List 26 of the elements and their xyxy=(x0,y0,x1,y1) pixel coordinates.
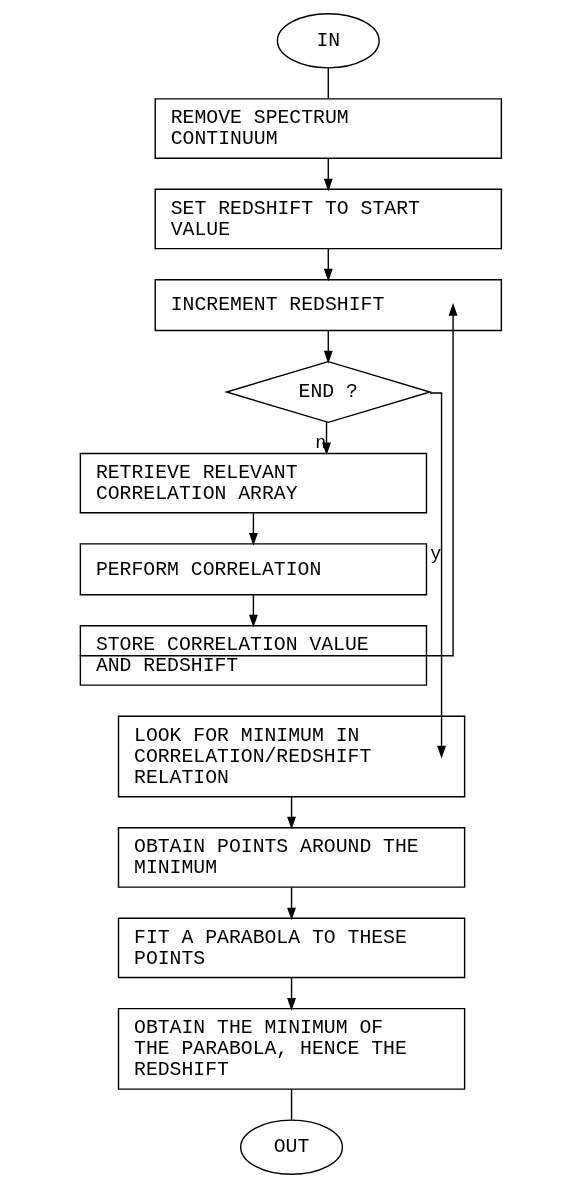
arrow xyxy=(323,330,333,364)
node-box: REMOVE SPECTRUM CONTINUUM xyxy=(154,98,503,159)
connector xyxy=(327,67,329,100)
node-box: RETRIEVE RELEVANT CORRELATION ARRAY xyxy=(79,452,428,514)
node-box: SET REDSHIFT TO START VALUE xyxy=(154,188,503,250)
node-box: INCREMENT REDSHIFT xyxy=(154,278,503,332)
node-ellipse: IN xyxy=(276,13,380,69)
node-box: PERFORM CORRELATION xyxy=(79,543,428,596)
arrow xyxy=(323,157,333,192)
node-box: STORE CORRELATION VALUE AND REDSHIFT xyxy=(79,625,428,686)
node-box: LOOK FOR MINIMUM IN CORRELATION/REDSHIFT RELATION xyxy=(117,715,466,798)
arrow xyxy=(287,796,296,830)
arrow xyxy=(429,392,446,759)
arrow xyxy=(248,512,258,546)
arrow xyxy=(323,248,333,282)
arrow xyxy=(287,886,296,921)
node-box: OBTAIN POINTS AROUND THE MINIMUM xyxy=(117,827,466,888)
arrow xyxy=(78,302,458,657)
connector xyxy=(290,1088,293,1121)
arrow xyxy=(248,594,258,628)
node-box: FIT A PARABOLA TO THESE POINTS xyxy=(117,917,466,979)
node-box: OBTAIN THE MINIMUM OF THE PARABOLA, HENCE THE REDSHIFT xyxy=(117,1007,466,1090)
arrow xyxy=(287,976,296,1011)
node-diamond: END ? xyxy=(224,360,433,424)
edge-label: y xyxy=(430,543,442,565)
node-ellipse: OUT xyxy=(240,1119,344,1175)
